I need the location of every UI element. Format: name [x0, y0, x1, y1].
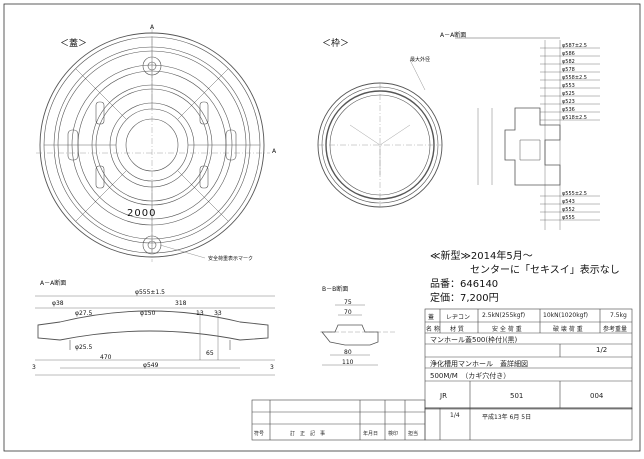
dim-470: 470	[100, 354, 112, 361]
lid-section-view	[35, 295, 275, 376]
tb-name-value: 蓋	[428, 314, 435, 321]
notice-line2: センターに「セキスイ」表示なし	[470, 265, 620, 276]
dim-label: φ555±2.5	[562, 191, 587, 197]
tb-code2: 004	[590, 392, 604, 400]
section-mark-top: A	[150, 24, 155, 31]
dim-75: 75	[344, 299, 352, 306]
lid-embossed-text: 2000	[127, 208, 157, 219]
dim-27: φ27.5	[75, 310, 93, 317]
dim-65: 65	[206, 350, 214, 357]
dim-150: φ150	[140, 310, 156, 317]
frame-view-title: ＜枠＞	[322, 39, 350, 49]
dim-110: 110	[342, 359, 354, 366]
tb-code1: 501	[510, 392, 524, 400]
tb-scale: 1/4	[450, 412, 460, 419]
frame-plan-view	[317, 59, 443, 208]
notice-line1: ≪新型≫2014年5月～	[430, 251, 533, 262]
dim-overall: φ555±1.5	[135, 289, 165, 296]
lid-mark-note: 安全荷重表示マーク	[208, 256, 254, 262]
dim-80: 80	[344, 349, 352, 356]
tb-weight-label: 参考重量	[603, 326, 628, 333]
dim-70: 70	[344, 309, 352, 316]
rev-date-header: 年月日	[363, 431, 379, 437]
dim-label: φ553	[562, 83, 575, 89]
dim-549: φ549	[143, 362, 159, 369]
dim-label: φ587±2.5	[562, 43, 587, 49]
dim-label: φ555	[562, 215, 575, 221]
bb-section-view	[320, 304, 395, 366]
dim-318: 318	[175, 300, 187, 307]
rev-symbol-header: 符号	[254, 431, 265, 437]
dim-label: φ536	[562, 107, 575, 113]
dim-label: φ518±2.5	[562, 115, 587, 121]
dim-label: φ523	[562, 99, 575, 105]
frame-note: 最大外径	[410, 57, 431, 63]
dim-label: φ582	[562, 59, 575, 65]
dim-label: φ558±2.5	[562, 75, 587, 81]
lid-section-title: A－A断面	[40, 280, 67, 287]
tb-safe-load-value: 2.5kN(255kgf)	[482, 312, 526, 319]
dim-label: φ586	[562, 51, 575, 57]
notice-price: 定価：7,200円	[430, 293, 499, 304]
tb-standard: JR	[440, 392, 447, 400]
dim-33: 33	[214, 310, 222, 317]
section-mark-right: A	[272, 148, 277, 155]
dim-3b: 3	[270, 364, 274, 371]
dim-38: φ38	[52, 300, 64, 307]
dim-label: φ578	[562, 67, 575, 73]
dim-label: φ552	[562, 207, 575, 213]
dim-3: 3	[32, 364, 36, 371]
dim-25: φ25.5	[75, 344, 93, 351]
dim-label: φ525	[562, 91, 575, 97]
tb-name-label: 名 称	[426, 326, 440, 333]
notice-part-no: 品番：646140	[430, 279, 499, 290]
lid-plan-view	[36, 28, 270, 262]
dim-13: 13	[196, 310, 204, 317]
tb-break-load-value: 10kN(1020kgf)	[543, 312, 588, 319]
tb-safe-load-label: 安 全 荷 重	[492, 326, 522, 333]
rev-charge-header: 担当	[408, 431, 419, 437]
frame-section-view	[455, 37, 600, 230]
tb-drawing-title: 浄化槽用マンホール 蓋詳細図	[430, 360, 528, 368]
sheet-border	[3, 3, 641, 452]
tb-sheet: 1/2	[596, 346, 608, 354]
tb-material-value: レヂコン	[446, 314, 471, 321]
tb-date: 平成13年 6月 5日	[482, 414, 532, 421]
rev-check-header: 検印	[388, 431, 399, 437]
tb-break-load-label: 破 壊 荷 重	[553, 326, 583, 333]
dim-label: φ543	[562, 199, 575, 205]
rev-note-header: 訂 正 記 事	[290, 431, 326, 437]
tb-product: マンホール蓋500(枠付)(黒)	[430, 336, 518, 344]
tb-material-label: 材 質	[450, 326, 464, 333]
frame-section-title: A－A断面	[440, 32, 467, 39]
title-block-grid	[251, 308, 633, 441]
bb-section-title: B－B断面	[322, 286, 349, 293]
lid-view-title: ＜蓋＞	[60, 39, 88, 49]
tb-spec: 500M/M （カギ穴付き）	[430, 372, 511, 380]
tb-weight-value: 7.5kg	[610, 312, 627, 319]
